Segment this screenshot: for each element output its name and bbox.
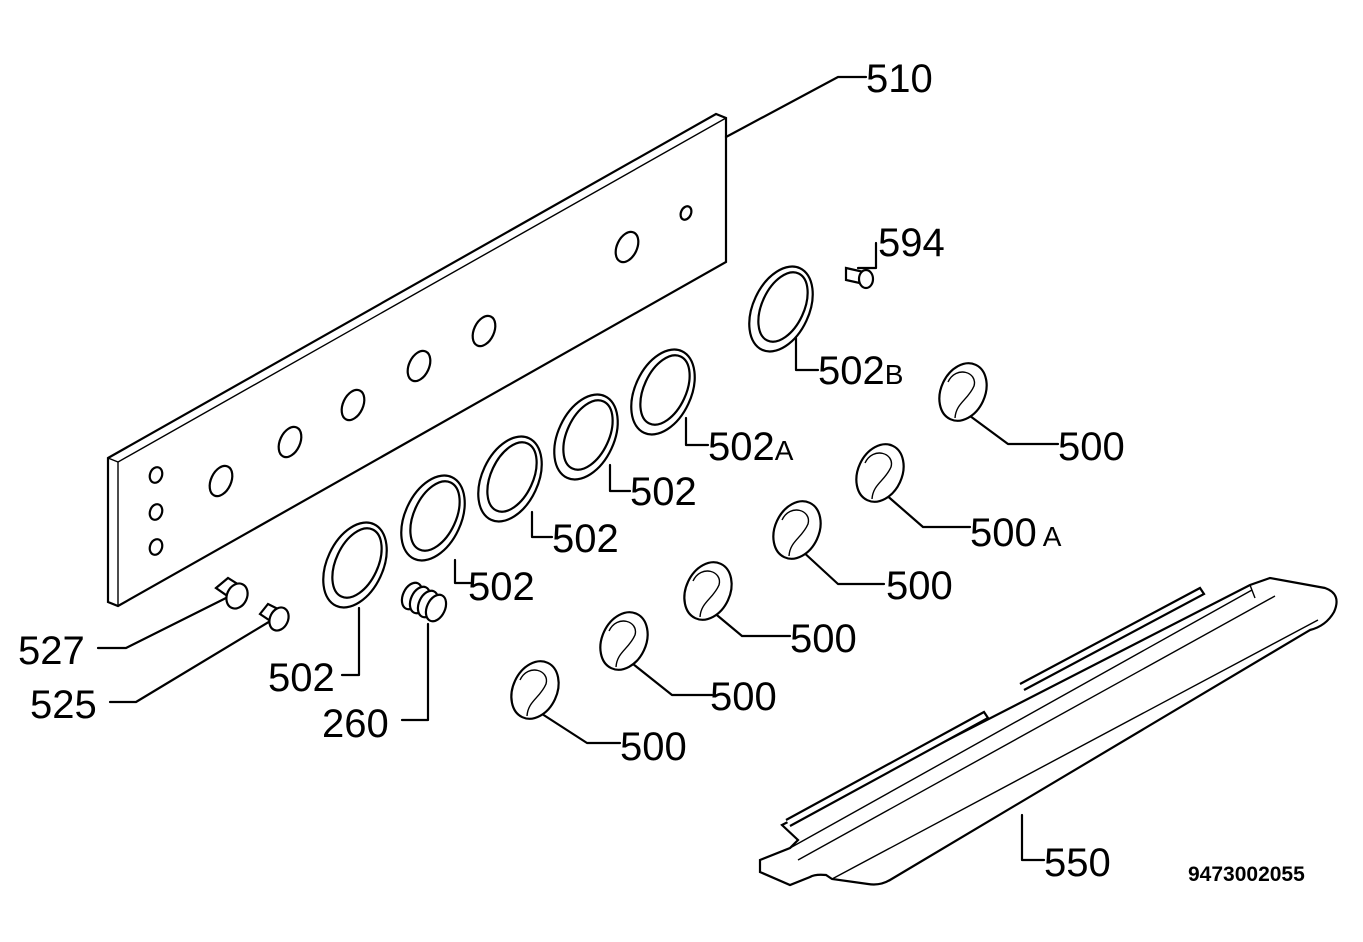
- label-500-1: 500: [1058, 425, 1125, 469]
- document-number: 9473002055: [1188, 863, 1305, 886]
- label-550: 550: [1044, 841, 1111, 885]
- trim-ring-502-4: [553, 393, 619, 481]
- trim-ring-502-3: [477, 435, 543, 523]
- label-502-3: 502: [468, 565, 535, 609]
- indicator-525: [258, 602, 290, 632]
- label-502a: 502A: [708, 425, 794, 469]
- trim-ring-502a: [630, 348, 696, 436]
- label-594: 594: [878, 221, 945, 265]
- knob-500-5: [510, 660, 560, 720]
- trim-ring-502-1: [322, 521, 388, 609]
- leader-lines: [96, 75, 1060, 862]
- spring-260: [400, 581, 448, 623]
- label-502-2: 502: [552, 517, 619, 561]
- label-502-1: 502: [630, 470, 697, 514]
- label-500-3: 500: [790, 617, 857, 661]
- control-panel-510: [106, 112, 728, 608]
- trim-strip-550: [758, 576, 1338, 887]
- knob-500a: [855, 443, 905, 503]
- knob-500-2: [772, 500, 822, 560]
- indicator-527: [214, 576, 249, 610]
- label-500-5: 500: [620, 725, 687, 769]
- label-260: 260: [322, 702, 389, 746]
- label-500-4: 500: [710, 675, 777, 719]
- label-502b: 502B: [818, 349, 903, 393]
- label-527: 527: [18, 629, 85, 673]
- trim-ring-502-2: [400, 474, 466, 562]
- knob-500-1: [938, 362, 988, 422]
- knob-500-3: [683, 561, 733, 621]
- pin-594: [844, 266, 875, 290]
- label-510: 510: [866, 57, 933, 101]
- label-502-4: 502: [268, 656, 335, 700]
- label-500-2: 500: [886, 564, 953, 608]
- label-525: 525: [30, 683, 97, 727]
- knob-500-4: [599, 611, 649, 671]
- trim-ring-502b: [748, 265, 814, 353]
